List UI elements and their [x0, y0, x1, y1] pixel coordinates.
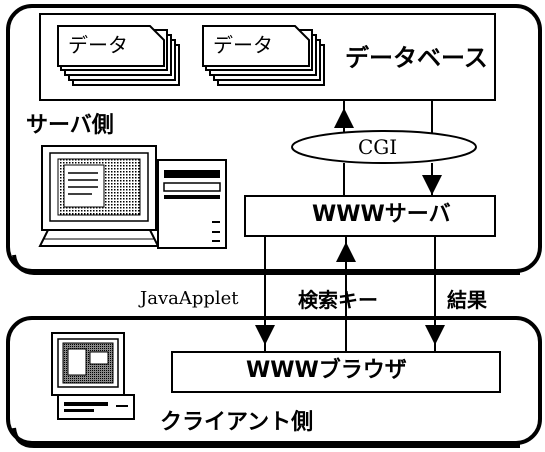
server-computer-icon	[38, 145, 227, 249]
document-stack-icon-2	[202, 25, 325, 86]
client-side-label: クライアント側	[160, 410, 314, 435]
arrow-down-icon	[422, 175, 442, 195]
client-computer-icon	[51, 332, 135, 420]
arrow-up-icon	[336, 242, 356, 262]
document-stack-icon-1	[57, 25, 180, 86]
www-server-box	[244, 195, 496, 237]
document-label-2: データ	[213, 33, 273, 57]
www-browser-box	[171, 351, 501, 393]
server-side-label: サーバ側	[26, 113, 114, 138]
java-applet-label: JavaApplet	[140, 288, 239, 309]
www-server-label: WWWサーバ	[312, 202, 451, 227]
arrow-up-icon	[334, 108, 354, 128]
arrow-down-icon	[255, 325, 275, 345]
search-key-label: 検索キー	[298, 288, 378, 312]
cgi-label: CGI	[358, 135, 398, 159]
document-label-1: データ	[68, 33, 128, 57]
www-browser-label: WWWブラウザ	[246, 358, 407, 383]
arrow-down-icon	[425, 325, 445, 345]
cgi-ellipse	[291, 130, 477, 164]
result-label: 結果	[447, 288, 487, 312]
database-label: データベース	[345, 44, 488, 72]
